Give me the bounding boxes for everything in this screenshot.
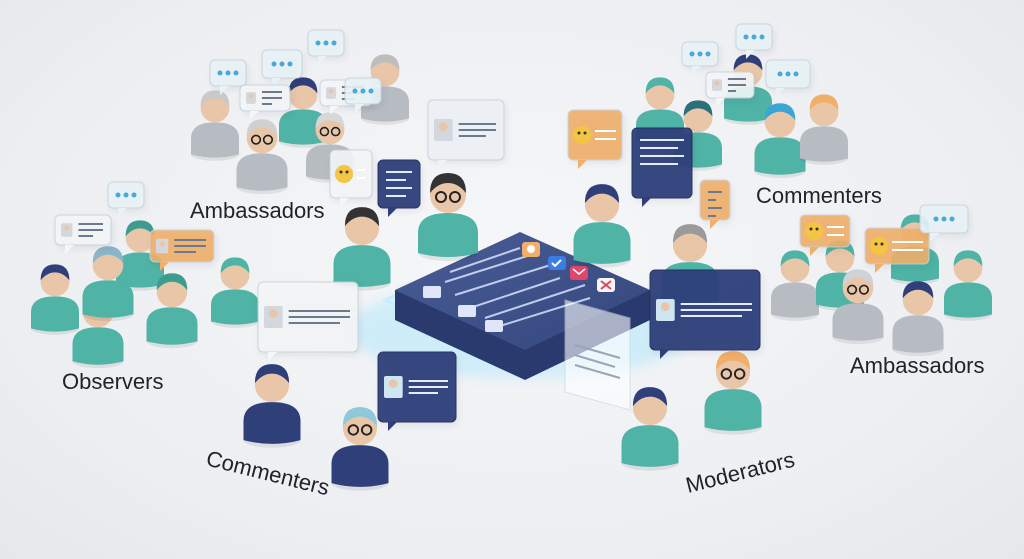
person-avatar — [754, 103, 806, 179]
message-icon — [631, 127, 694, 207]
speech-bubble-icon — [681, 41, 720, 75]
emoji-icon — [329, 149, 374, 207]
emoji-icon — [567, 109, 624, 169]
speech-bubble-icon — [261, 49, 304, 87]
person-avatar — [573, 184, 631, 268]
person-avatar — [944, 250, 992, 321]
person-avatar — [418, 173, 478, 261]
close-icon — [597, 278, 615, 292]
person-avatar — [704, 351, 762, 435]
person-avatar — [279, 77, 327, 148]
person-avatar — [771, 250, 819, 321]
person-avatar — [832, 269, 884, 345]
group-label-ambassadors-right: Ambassadors — [850, 353, 985, 378]
message-icon — [699, 179, 732, 229]
speech-bubble-icon — [307, 29, 346, 65]
person-avatar — [211, 257, 259, 328]
person-avatar — [146, 273, 198, 349]
group-label-observers: Observers — [62, 369, 163, 394]
person-avatar — [243, 364, 301, 448]
check-icon — [548, 256, 566, 270]
group-label-commenters-bottom: Commenters — [204, 446, 332, 501]
speech-bubble-icon — [765, 59, 812, 97]
glass-card — [564, 299, 631, 411]
profile-card-icon — [149, 229, 216, 271]
person-avatar — [333, 207, 391, 291]
profile-card-icon — [54, 214, 113, 254]
person-avatar — [621, 387, 679, 471]
profile-card-icon — [649, 269, 762, 359]
profile-card-icon — [427, 99, 506, 169]
person-avatar — [800, 94, 848, 165]
mail-icon — [570, 266, 588, 280]
person-avatar — [892, 281, 944, 357]
speech-bubble-icon — [209, 59, 248, 95]
person-avatar — [236, 119, 288, 195]
emoji-icon — [864, 227, 931, 273]
emoji-icon — [522, 242, 540, 257]
speech-bubble-icon — [919, 204, 970, 242]
profile-card-icon — [377, 351, 458, 431]
message-icon — [377, 159, 422, 217]
person-avatar — [331, 407, 389, 491]
speech-bubble-icon — [735, 23, 774, 59]
profile-card-icon — [705, 71, 756, 107]
person-avatar — [82, 246, 134, 322]
person-avatar — [191, 90, 239, 161]
group-label-ambassadors-left: Ambassadors — [190, 198, 325, 223]
profile-card-icon — [257, 281, 360, 361]
emoji-icon — [799, 214, 852, 256]
speech-bubble-icon — [107, 181, 146, 217]
group-label-commenters-right: Commenters — [756, 183, 882, 208]
group-label-moderators: Moderators — [683, 447, 797, 498]
profile-card-icon — [239, 84, 292, 120]
person-avatar — [31, 264, 79, 335]
speech-bubble-icon — [344, 77, 383, 113]
